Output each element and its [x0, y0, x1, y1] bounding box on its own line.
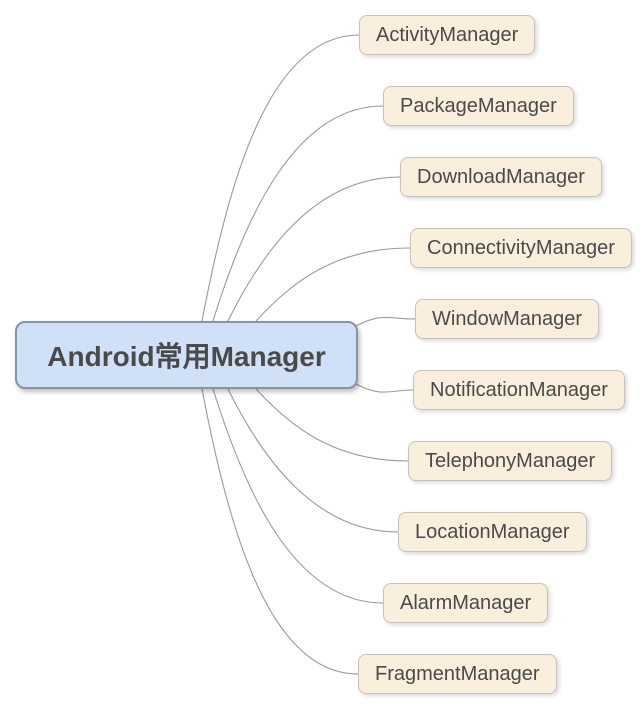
connector-line — [255, 388, 409, 462]
node-fragment-manager[interactable]: FragmentManager — [358, 654, 557, 694]
node-telephony-manager[interactable]: TelephonyManager — [408, 441, 613, 481]
root-node-android-managers[interactable]: Android常用Manager — [15, 321, 358, 389]
node-activity-manager[interactable]: ActivityManager — [359, 15, 536, 55]
node-connectivity-manager[interactable]: ConnectivityManager — [410, 228, 632, 268]
connector-line — [353, 316, 416, 328]
connector-line — [201, 34, 360, 322]
node-location-manager[interactable]: LocationManager — [398, 512, 587, 552]
connector-line — [353, 382, 414, 393]
connector-line — [212, 388, 384, 604]
node-package-manager[interactable]: PackageManager — [383, 86, 574, 126]
connector-line — [227, 388, 399, 533]
connector-line — [212, 105, 384, 322]
node-notification-manager[interactable]: NotificationManager — [413, 370, 625, 410]
connector-line — [227, 176, 401, 322]
node-window-manager[interactable]: WindowManager — [415, 299, 600, 339]
node-alarm-manager[interactable]: AlarmManager — [383, 583, 549, 623]
connector-line — [255, 247, 411, 322]
node-download-manager[interactable]: DownloadManager — [400, 157, 602, 197]
connector-line — [201, 388, 359, 675]
